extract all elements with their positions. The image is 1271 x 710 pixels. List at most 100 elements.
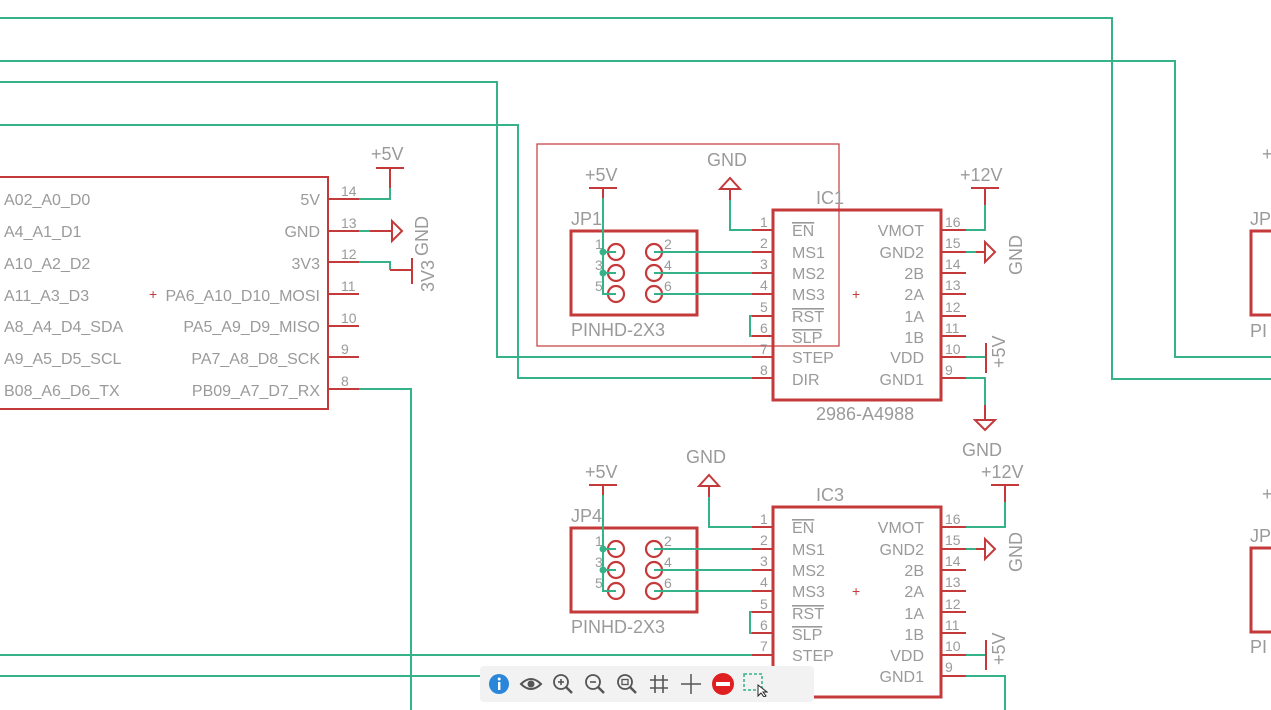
stop-button[interactable]: [708, 669, 738, 699]
part-value: 2986-A4988: [816, 404, 914, 424]
supply-label-3v3: 3V3: [418, 260, 438, 292]
pin-number: 16: [945, 511, 961, 527]
select-area-icon: [743, 673, 768, 697]
zoom-out-icon: [585, 674, 605, 694]
mcu-pin-label: B08_A6_D6_TX: [4, 383, 120, 400]
pin-number: 14: [945, 256, 961, 272]
supply-label-5v: +5V: [371, 144, 404, 164]
pin-number: 5: [595, 575, 603, 591]
pin-number: 3: [595, 554, 603, 570]
driver-ic1[interactable]: IC1 1 2 3 4 5 6: [752, 188, 966, 424]
mcu-pin-number: 13: [341, 215, 357, 231]
part-name: IC3: [816, 485, 844, 505]
group-frame: [536, 143, 840, 347]
zoom-out-button[interactable]: [580, 669, 610, 699]
zoom-fit-button[interactable]: [612, 669, 642, 699]
pin-number: 3: [760, 553, 768, 569]
info-button[interactable]: [484, 669, 514, 699]
pin-name: MS2: [792, 563, 825, 580]
pin-number: 12: [945, 596, 961, 612]
mcu-pin-label: PA5_A9_D9_MISO: [183, 319, 320, 336]
zoom-in-button[interactable]: [548, 669, 578, 699]
pin-number: 4: [664, 257, 672, 273]
mcu-pin-label: A4_A1_D1: [4, 224, 81, 241]
pin-number: 3: [595, 257, 603, 273]
right-edge-parts: + JP PI + JP PI: [1249, 144, 1271, 657]
pin-name: STEP: [792, 350, 834, 367]
pin-number: 11: [945, 320, 960, 336]
ic1-left-pin-names: EN MS1 MS2 MS3 RST SLP STEP DIR: [792, 223, 834, 389]
supply-label-5v: +5V: [989, 632, 1009, 665]
ic3-right-leads: [941, 526, 966, 677]
pin-number: 12: [945, 299, 961, 315]
pin-number: 6: [760, 320, 768, 336]
pin-number: 5: [760, 596, 768, 612]
pin-number: 10: [945, 638, 961, 654]
pin-name: 1B: [904, 330, 924, 347]
pin-number: 14: [945, 553, 961, 569]
pin-name: GND2: [880, 245, 925, 262]
supply-label-gnd: GND: [962, 440, 1002, 460]
pin-name: 2B: [904, 266, 924, 283]
mcu-pin-number: 8: [341, 373, 349, 389]
origin-cross: +: [149, 286, 157, 302]
pin-number: 7: [760, 341, 768, 357]
zoom-in-icon: [553, 674, 573, 694]
part-name: JP4: [571, 506, 602, 526]
ic3-right-pin-numbers: 16 15 14 13 12 11 10 9: [945, 511, 961, 675]
pin-name: 2B: [904, 563, 924, 580]
pin-number: 2: [760, 235, 768, 251]
header-jp1[interactable]: JP1 1 2 3 4 5 6 PINHD-2X3: [569, 209, 699, 340]
pin-number: 1: [760, 511, 768, 527]
view-button[interactable]: [516, 669, 546, 699]
pin-number: 1: [760, 214, 768, 230]
pin-number: 5: [595, 278, 603, 294]
mcu-pin-label: 3V3: [292, 256, 321, 273]
mcu-pin-label: 5V: [300, 192, 320, 209]
origin-cross: +: [852, 583, 860, 599]
mcu-symbol[interactable]: A02_A0_D0 A4_A1_D1 A10_A2_D2 A11_A3_D3 A…: [0, 176, 359, 410]
mcu-5v-supply: +5V: [359, 144, 404, 200]
crosshair-icon: [681, 674, 701, 694]
pin-number: 8: [760, 362, 768, 378]
pin-name: RST: [792, 309, 824, 326]
supply-label-5v: +5V: [585, 462, 618, 482]
pin-name: SLP: [792, 330, 822, 347]
part-name: IC1: [816, 188, 844, 208]
pin-number: 3: [760, 256, 768, 272]
pin-number: 1: [595, 236, 603, 252]
supply-label-gnd: GND: [412, 216, 432, 256]
mcu-pin-number: 11: [341, 278, 356, 294]
pin-name: MS3: [792, 584, 825, 601]
mcu-pin-label: A9_A5_D5_SCL: [4, 351, 122, 368]
mcu-left-pins: A02_A0_D0 A4_A1_D1 A10_A2_D2 A11_A3_D3 A…: [4, 192, 124, 400]
grid-button[interactable]: [644, 669, 674, 699]
pin-number: 2: [664, 533, 672, 549]
part-value: PINHD-2X3: [571, 617, 665, 637]
jp4-nets: +5V: [585, 462, 765, 592]
ic3-en-gnd: GND: [686, 447, 765, 634]
ic3-left-pin-numbers: 1 2 3 4 5 6 7: [760, 511, 768, 654]
pin-number: 9: [945, 659, 953, 675]
mcu-right-pins: 5V GND 3V3 PA6_A10_D10_MOSI PA5_A9_D9_MI…: [166, 183, 359, 400]
driver-ic3[interactable]: IC3 1 2 3 4 5 6: [752, 485, 966, 699]
grid-icon: [650, 675, 668, 693]
pin-name: VMOT: [878, 520, 924, 537]
header-jp4[interactable]: JP4 1 2 3 4 5 6 PINHD-2X3: [569, 506, 699, 637]
ic1-supplies: +12V GND +5V GND: [960, 165, 1026, 460]
select-area-button[interactable]: [740, 669, 770, 699]
pin-name: MS1: [792, 542, 825, 559]
ic3-right-pin-names: VMOT GND2 2B 2A 1A 1B VDD GND1: [878, 520, 925, 686]
pin-name: MS3: [792, 287, 825, 304]
svg-text:+: +: [1262, 144, 1271, 164]
pin-name: 2A: [904, 584, 924, 601]
pin-number: 4: [664, 554, 672, 570]
mcu-pin-number: 14: [341, 183, 357, 199]
ic1-en-gnd: GND: [707, 150, 765, 337]
viewer-toolbar: [480, 666, 814, 702]
mcu-pin-label: A10_A2_D2: [4, 256, 90, 273]
mcu-pin-label: PB09_A7_D7_RX: [192, 383, 320, 400]
crosshair-button[interactable]: [676, 669, 706, 699]
mcu-pin-number: 9: [341, 341, 349, 357]
